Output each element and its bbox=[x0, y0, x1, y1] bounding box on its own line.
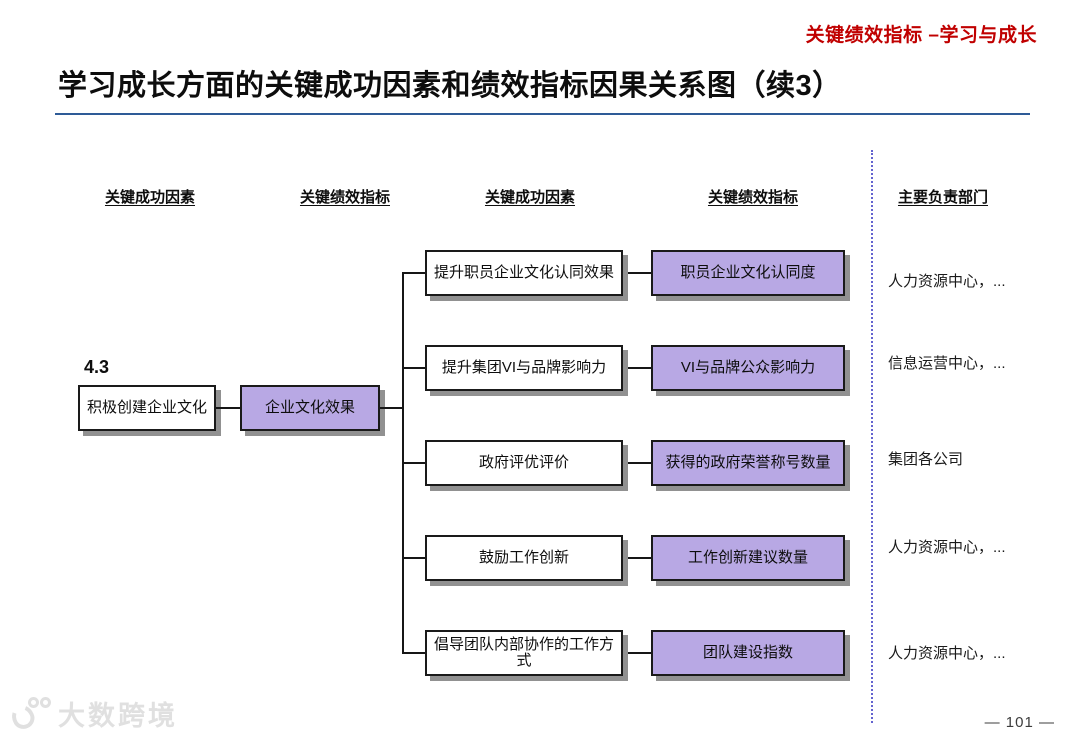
connector-line bbox=[403, 652, 425, 654]
column-header-kpi-1: 关键绩效指标 bbox=[299, 189, 390, 206]
connector-line bbox=[623, 272, 651, 274]
connector-line bbox=[403, 272, 425, 274]
watermark-text: 大数跨境 bbox=[58, 701, 178, 731]
column-header-department: 主要负责部门 bbox=[897, 189, 988, 206]
csf-box: 提升集团VI与品牌影响力 bbox=[425, 345, 623, 391]
watermark-logo-icon bbox=[7, 695, 51, 733]
department-label: 人力资源中心，... bbox=[888, 645, 1006, 662]
connector-line bbox=[403, 462, 425, 464]
connector-line bbox=[623, 652, 651, 654]
watermark: 大数跨境 bbox=[7, 694, 178, 733]
department-label: 人力资源中心，... bbox=[888, 539, 1006, 556]
department-label: 信息运营中心，... bbox=[888, 355, 1006, 372]
kpi-box: 职员企业文化认同度 bbox=[651, 250, 845, 296]
csf-box: 政府评优评价 bbox=[425, 440, 623, 486]
csf-box: 鼓励工作创新 bbox=[425, 535, 623, 581]
connector-line bbox=[403, 557, 425, 559]
csf-box: 倡导团队内部协作的工作方式 bbox=[425, 630, 623, 676]
connector-line bbox=[623, 557, 651, 559]
column-header-kpi-2: 关键绩效指标 bbox=[707, 189, 798, 206]
kpi-box: 获得的政府荣誉称号数量 bbox=[651, 440, 845, 486]
department-label: 人力资源中心，... bbox=[888, 273, 1006, 290]
connector-line bbox=[623, 367, 651, 369]
column-header-csf-2: 关键成功因素 bbox=[484, 189, 575, 206]
root-csf-box: 积极创建企业文化 bbox=[78, 385, 216, 431]
column-header-csf-1: 关键成功因素 bbox=[104, 189, 195, 206]
kpi-box: VI与品牌公众影响力 bbox=[651, 345, 845, 391]
kpi-box: 团队建设指数 bbox=[651, 630, 845, 676]
page-title: 学习成长方面的关键成功因素和绩效指标因果关系图（续3） bbox=[58, 70, 842, 102]
section-number: 4.3 bbox=[84, 357, 110, 377]
kpi-box: 工作创新建议数量 bbox=[651, 535, 845, 581]
connector-line bbox=[403, 367, 425, 369]
slide-corner-tag: 关键绩效指标 –学习与成长 bbox=[805, 25, 1037, 46]
csf-box: 提升职员企业文化认同效果 bbox=[425, 250, 623, 296]
root-kpi-box: 企业文化效果 bbox=[240, 385, 380, 431]
title-underline-rule bbox=[55, 113, 1030, 115]
connector-line bbox=[380, 407, 403, 409]
connector-line bbox=[623, 462, 651, 464]
department-label: 集团各公司 bbox=[888, 451, 964, 468]
connector-line bbox=[216, 407, 240, 409]
page-number: — 101 — bbox=[984, 714, 1055, 731]
dotted-column-separator bbox=[871, 150, 873, 723]
